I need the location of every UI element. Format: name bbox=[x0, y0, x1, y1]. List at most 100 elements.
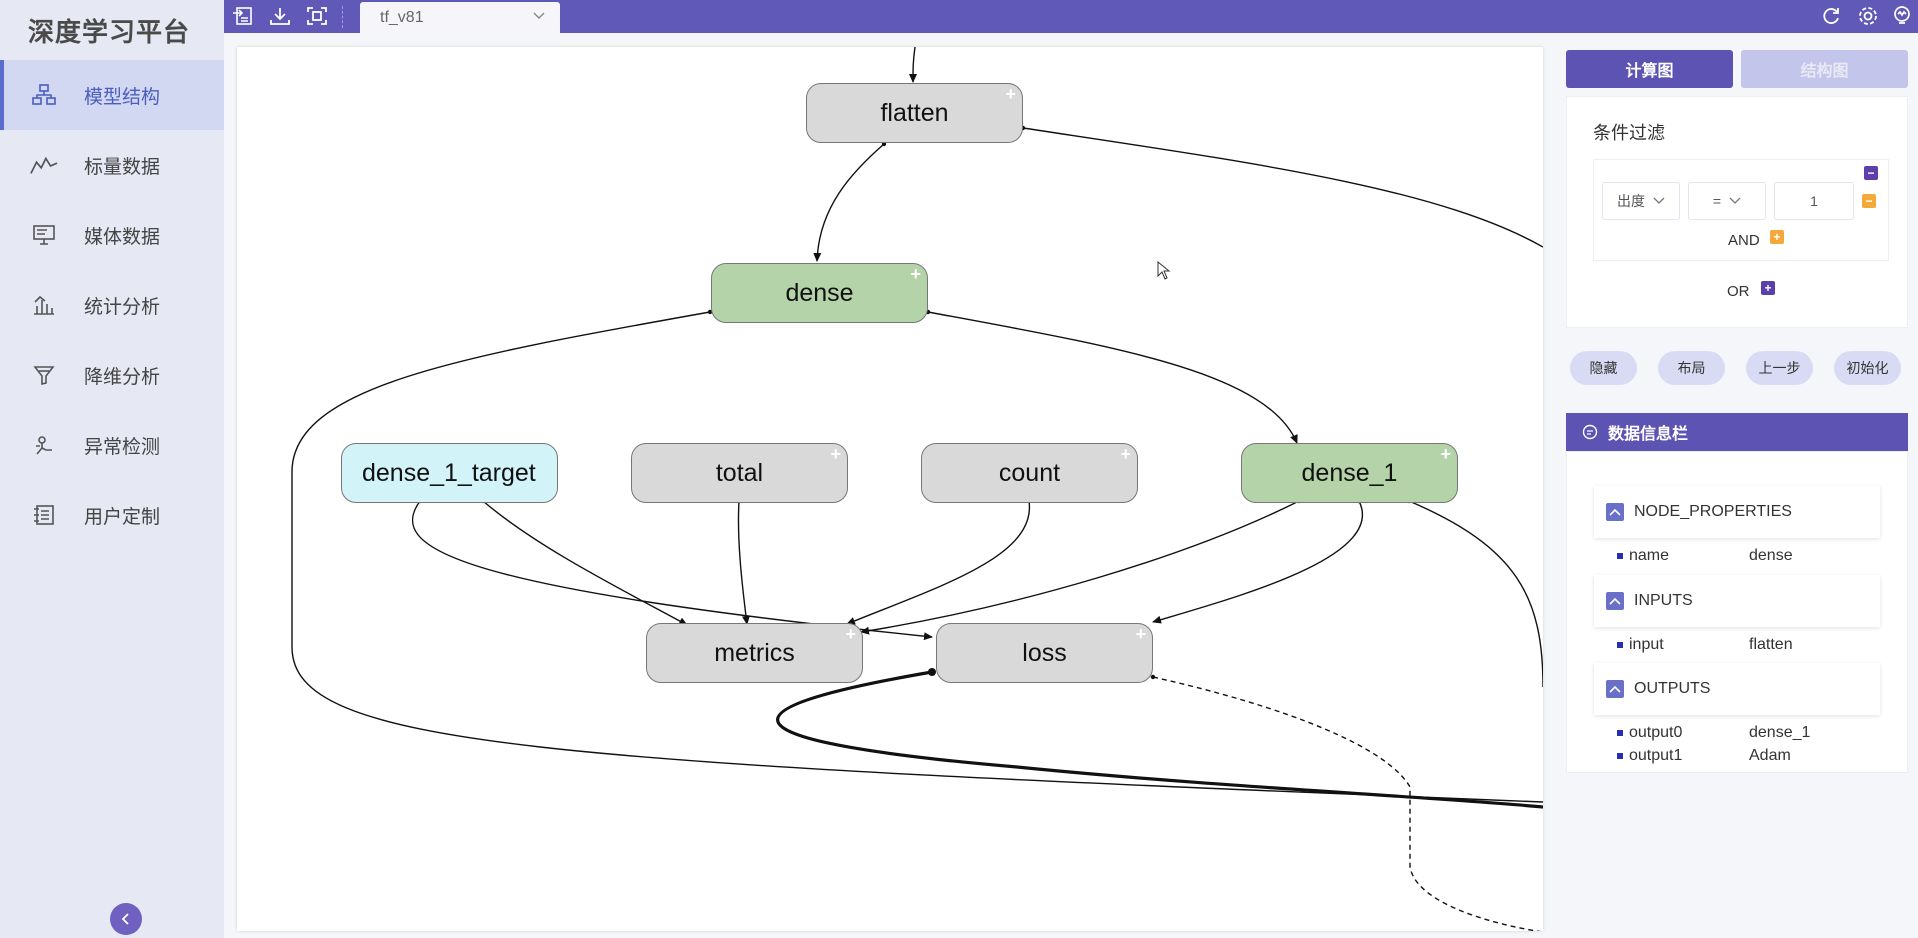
node-label: dense_1 bbox=[1301, 458, 1398, 487]
collapse-sidebar-button[interactable] bbox=[110, 903, 142, 935]
edge-input-flatten bbox=[909, 47, 918, 83]
expand-plus-icon[interactable]: + bbox=[1120, 444, 1131, 464]
section-title: OUTPUTS bbox=[1634, 680, 1711, 697]
graph-node-count[interactable]: count+ bbox=[921, 443, 1138, 503]
sidebar-item-scalar-data[interactable]: 标量数据 bbox=[0, 130, 224, 200]
sidebar-item-label: 用户定制 bbox=[84, 506, 161, 528]
anomaly-icon bbox=[30, 431, 58, 459]
graph-node-loss[interactable]: loss + bbox=[936, 623, 1153, 683]
expand-plus-icon[interactable]: + bbox=[1135, 624, 1146, 644]
edge-flatten-dense bbox=[813, 143, 885, 262]
node-label: loss bbox=[1022, 638, 1067, 667]
data-info-header: 数据信息栏 bbox=[1566, 413, 1908, 451]
filter-operator-value: = bbox=[1712, 193, 1722, 209]
filter-value-text: 1 bbox=[1810, 193, 1818, 209]
add-or-group-icon[interactable]: + bbox=[1761, 281, 1775, 295]
edge-target-metrics bbox=[482, 500, 688, 626]
chevron-up-icon[interactable] bbox=[1606, 592, 1624, 610]
sidebar-item-label: 模型结构 bbox=[84, 86, 161, 108]
hide-button[interactable]: 隐藏 bbox=[1570, 351, 1637, 385]
filter-field-select[interactable]: 出度 bbox=[1602, 182, 1680, 220]
expand-plus-icon[interactable]: + bbox=[845, 624, 856, 644]
edge-flatten-out bbox=[1022, 127, 1543, 248]
import-icon[interactable] bbox=[230, 4, 256, 28]
remove-group-icon[interactable]: − bbox=[1864, 166, 1878, 180]
settings-icon[interactable] bbox=[1855, 4, 1881, 28]
expand-plus-icon[interactable]: + bbox=[910, 264, 921, 284]
edge-dense1-right bbox=[1408, 500, 1543, 688]
bar-chart-icon bbox=[30, 291, 58, 319]
edge-total-metrics bbox=[737, 500, 750, 625]
or-label: OR bbox=[1727, 283, 1750, 300]
filter-operator-select[interactable]: = bbox=[1688, 182, 1766, 220]
message-icon bbox=[1582, 424, 1598, 440]
sidebar-item-model-structure[interactable]: 模型结构 bbox=[0, 60, 224, 130]
remove-condition-icon[interactable]: − bbox=[1862, 194, 1876, 208]
fit-screen-icon[interactable] bbox=[304, 4, 330, 28]
line-chart-icon bbox=[30, 151, 58, 179]
section-title: NODE_PROPERTIES bbox=[1634, 503, 1792, 520]
chevron-up-icon[interactable] bbox=[1606, 503, 1624, 521]
sidebar-item-media-data[interactable]: 媒体数据 bbox=[0, 200, 224, 270]
property-row-output1: output1 Adam bbox=[1617, 747, 1791, 765]
expand-plus-icon[interactable]: + bbox=[1440, 444, 1451, 464]
filter-value-input[interactable]: 1 bbox=[1774, 182, 1854, 220]
refresh-icon[interactable] bbox=[1818, 4, 1844, 28]
tab-compute-graph[interactable]: 计算图 bbox=[1566, 50, 1733, 88]
graph-edges bbox=[291, 47, 1543, 931]
section-inputs[interactable]: INPUTS bbox=[1594, 575, 1880, 627]
property-key: name bbox=[1629, 547, 1670, 564]
graph-node-dense-1[interactable]: dense_1 + bbox=[1241, 443, 1458, 503]
section-node-properties[interactable]: NODE_PROPERTIES bbox=[1594, 486, 1880, 538]
chevron-left-icon bbox=[121, 913, 129, 925]
graph-node-metrics[interactable]: metrics + bbox=[646, 623, 863, 683]
condition-filter-card: 条件过滤 − 出度 = 1 − AND + OR + bbox=[1566, 96, 1908, 328]
graph-canvas[interactable]: flatten + dense + dense_1_target total+ co… bbox=[237, 47, 1543, 931]
edge-loss-dashed bbox=[1152, 676, 1542, 931]
property-value: dense_1 bbox=[1749, 724, 1811, 741]
chevron-down-icon bbox=[1729, 197, 1741, 204]
sidebar-item-dim-reduction[interactable]: 降维分析 bbox=[0, 340, 224, 410]
filter-field-value: 出度 bbox=[1617, 193, 1645, 209]
sidebar: 深度学习平台 模型结构 标量数据 媒体数据 统计分析 降维分析 异常检测 bbox=[0, 0, 224, 938]
add-and-condition-icon[interactable]: + bbox=[1770, 230, 1784, 244]
model-version-select[interactable]: tf_v81 bbox=[360, 2, 560, 33]
graph-node-total[interactable]: total+ bbox=[631, 443, 848, 503]
layout-button[interactable]: 布局 bbox=[1658, 351, 1725, 385]
expand-plus-icon[interactable]: + bbox=[830, 444, 841, 464]
edge-count-metrics bbox=[846, 500, 1031, 625]
sidebar-item-statistics[interactable]: 统计分析 bbox=[0, 270, 224, 340]
property-key: output1 bbox=[1629, 747, 1683, 764]
sidebar-item-anomaly-detection[interactable]: 异常检测 bbox=[0, 410, 224, 480]
section-outputs[interactable]: OUTPUTS bbox=[1594, 663, 1880, 715]
section-title: INPUTS bbox=[1634, 592, 1693, 609]
node-label: metrics bbox=[714, 638, 795, 667]
node-label: flatten bbox=[880, 98, 949, 127]
brand-title: 深度学习平台 bbox=[28, 17, 191, 48]
expand-plus-icon[interactable]: + bbox=[1005, 84, 1016, 104]
chevron-up-icon[interactable] bbox=[1606, 680, 1624, 698]
graph-node-dense-1-target[interactable]: dense_1_target bbox=[341, 443, 558, 503]
property-value: flatten bbox=[1749, 636, 1793, 653]
property-value: Adam bbox=[1749, 747, 1791, 764]
download-icon[interactable] bbox=[267, 4, 293, 28]
filter-title: 条件过滤 bbox=[1593, 123, 1665, 143]
tab-structure-graph[interactable]: 结构图 bbox=[1741, 50, 1908, 88]
graph-node-flatten[interactable]: flatten + bbox=[806, 83, 1023, 143]
top-toolbar: tf_v81 bbox=[224, 0, 1918, 33]
edge-dense1-loss bbox=[1152, 500, 1363, 624]
previous-step-button[interactable]: 上一步 bbox=[1746, 351, 1813, 385]
node-label: dense bbox=[785, 278, 854, 307]
edge-loss-thick bbox=[776, 670, 1543, 809]
data-info-title: 数据信息栏 bbox=[1608, 426, 1689, 443]
initialize-button[interactable]: 初始化 bbox=[1834, 351, 1901, 385]
model-version-label: tf_v81 bbox=[380, 8, 424, 26]
edge-target-loss bbox=[411, 500, 933, 641]
sidebar-item-label: 异常检测 bbox=[84, 436, 161, 458]
sidebar-item-label: 统计分析 bbox=[84, 296, 161, 318]
funnel-icon bbox=[30, 361, 58, 389]
bulb-icon[interactable] bbox=[1889, 4, 1915, 28]
sidebar-item-user-custom[interactable]: 用户定制 bbox=[0, 480, 224, 550]
graph-node-dense[interactable]: dense + bbox=[711, 263, 928, 323]
